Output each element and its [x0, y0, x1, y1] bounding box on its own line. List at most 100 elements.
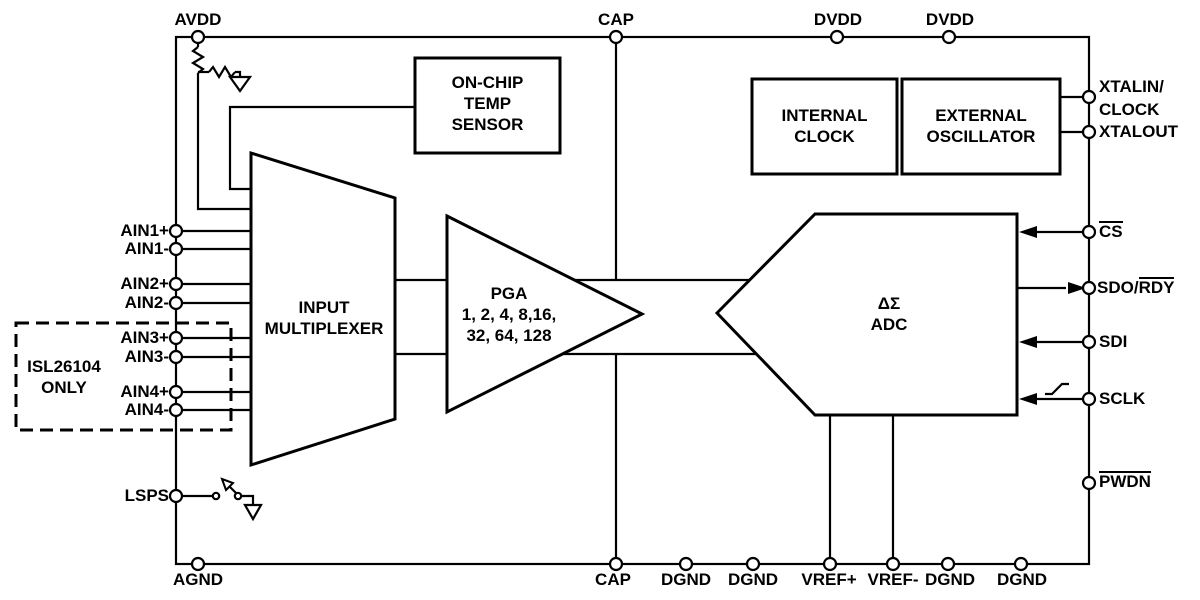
resistor-vertical-icon: [190, 46, 206, 74]
ain-wires: [182, 229, 251, 412]
terminal-cap-bottom: [608, 556, 624, 572]
schmitt-trigger-icon: [1045, 382, 1069, 396]
adc-label: ΔΣ ADC: [807, 293, 971, 335]
adc-block: [714, 212, 1019, 417]
temp-sensor-wire: [228, 105, 415, 191]
pin-label-cap-top: CAP: [598, 10, 634, 29]
pin-label-sdo-rdy: SDO/RDY: [1097, 277, 1175, 297]
pin-label-ain4-minus: AIN4-: [124, 400, 169, 419]
terminal-ain1-plus: [168, 223, 184, 239]
terminal-ain3-plus: [168, 330, 184, 346]
terminal-vref-minus: [885, 556, 901, 572]
terminal-dvdd-2: [941, 29, 957, 45]
switch-contact: [211, 491, 221, 501]
terminal-lsps: [168, 488, 184, 504]
pin-label-pwdn: PWDN: [1099, 471, 1151, 491]
ground-icon: [227, 75, 253, 93]
arrowheads: [1019, 226, 1086, 405]
arrow-left-icon: [1019, 226, 1037, 238]
isl26104-line1: ISL26104: [27, 357, 101, 376]
pga-line2: 1, 2, 4, 8,16,: [461, 305, 557, 324]
terminal-dgnd-4: [1013, 556, 1029, 572]
pga-adc-bus: [562, 278, 757, 356]
rdy-overlined-text: RDY: [1138, 277, 1175, 297]
resistor-horizontal-icon: [208, 64, 236, 80]
terminal-dgnd-3: [940, 556, 956, 572]
external-oscillator-label: EXTERNAL OSCILLATOR: [902, 105, 1060, 147]
arrow-right-icon: [1068, 282, 1086, 294]
pin-label-xtalin-line1: XTALIN/: [1099, 77, 1164, 96]
terminal-xtalin-clock: [1081, 89, 1097, 105]
temp-sensor-line2: TEMP: [463, 94, 512, 113]
pin-label-sdi: SDI: [1099, 332, 1128, 351]
terminal-ain1-minus: [168, 241, 184, 257]
cs-overlined-text: CS: [1099, 221, 1123, 241]
switch-arrow-icon: [220, 477, 235, 492]
pga-label: PGA 1, 2, 4, 8,16, 32, 64, 128: [430, 283, 588, 346]
pin-label-agnd: AGND: [172, 570, 224, 589]
pin-label-dgnd-1: DGND: [660, 570, 712, 589]
pga-block: [445, 213, 646, 415]
terminal-ain2-minus: [168, 295, 184, 311]
input-multiplexer-line2: MULTIPLEXER: [264, 319, 384, 338]
temp-sensor-line1: ON-CHIP: [451, 73, 524, 92]
switch-contact: [233, 491, 243, 501]
pin-label-dgnd-2: DGND: [727, 570, 779, 589]
pin-label-ain3-plus: AIN3+: [120, 328, 169, 347]
input-multiplexer-label: INPUT MULTIPLEXER: [251, 297, 397, 339]
pin-label-ain2-plus: AIN2+: [120, 274, 169, 293]
vref-wires: [828, 415, 895, 558]
pin-label-ain4-plus: AIN4+: [120, 382, 169, 401]
pin-label-sclk: SCLK: [1099, 389, 1146, 408]
internal-clock-line1: INTERNAL: [781, 106, 868, 125]
pin-label-dgnd-4: DGND: [996, 570, 1048, 589]
xtal-wires: [1060, 95, 1083, 134]
terminal-ain4-minus: [168, 402, 184, 418]
adc-line2: ADC: [870, 315, 908, 334]
pin-label-ain3-minus: AIN3-: [124, 347, 169, 366]
switch-ground-wire: [241, 494, 255, 505]
pin-label-cap-bottom: CAP: [595, 570, 631, 589]
input-multiplexer-line1: INPUT: [298, 298, 350, 317]
external-oscillator-line2: OSCILLATOR: [926, 127, 1036, 146]
terminal-sdo-rdy: [1081, 280, 1097, 296]
sdo-text: SDO/: [1097, 278, 1139, 297]
terminal-pwdn: [1081, 475, 1097, 491]
terminal-avdd: [190, 29, 206, 45]
input-multiplexer-block: [249, 150, 397, 468]
pwdn-overlined-text: PWDN: [1099, 471, 1151, 491]
pin-label-avdd: AVDD: [174, 10, 222, 29]
avdd-to-mux-wire: [196, 73, 251, 211]
terminal-cs: [1081, 224, 1097, 240]
pin-label-ain1-minus: AIN1-: [124, 239, 169, 258]
wires: [174, 35, 1091, 566]
arrow-left-icon: [1019, 336, 1037, 348]
pin-label-dvdd-2: DVDD: [925, 10, 975, 29]
pin-label-xtalin-clock: XTALIN/ CLOCK: [1099, 75, 1164, 121]
ground-icon: [243, 503, 263, 522]
pin-label-ain2-minus: AIN2-: [124, 293, 169, 312]
isl26104-only-label: ISL26104 ONLY: [14, 356, 114, 398]
external-oscillator-block: [900, 77, 1062, 176]
arrow-left-icon: [1019, 393, 1037, 405]
pin-label-vref-minus: VREF-: [867, 570, 919, 589]
terminal-sclk: [1081, 391, 1097, 407]
terminal-ain3-minus: [168, 349, 184, 365]
pin-label-ain1-plus: AIN1+: [120, 221, 169, 240]
pin-label-xtalin-line2: CLOCK: [1099, 100, 1160, 119]
terminal-cap-top: [608, 29, 624, 45]
pin-label-vref-plus: VREF+: [801, 570, 857, 589]
terminal-agnd: [190, 556, 206, 572]
pga-line1: PGA: [490, 284, 528, 303]
terminal-dvdd-1: [829, 29, 845, 45]
temp-sensor-label: ON-CHIP TEMP SENSOR: [415, 72, 560, 135]
pin-label-cs: CS: [1099, 221, 1123, 241]
pin-label-dgnd-3: DGND: [924, 570, 976, 589]
pin-label-lsps: LSPS: [124, 486, 169, 505]
terminal-ain2-plus: [168, 276, 184, 292]
isl26104-only-region: [14, 321, 233, 432]
terminal-vref-plus: [822, 556, 838, 572]
terminal-dgnd-1: [678, 556, 694, 572]
